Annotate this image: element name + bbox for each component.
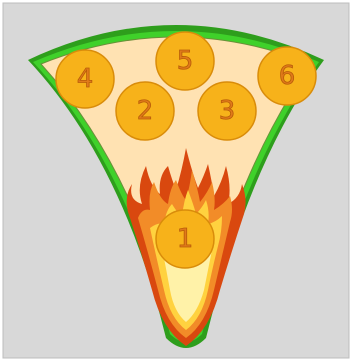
slot-1[interactable]: 1 [156,210,214,268]
slot-2-label: 2 [137,96,154,126]
slot-3-label: 3 [219,96,236,126]
slot-4[interactable]: 4 [56,50,114,108]
slot-6[interactable]: 6 [258,47,316,105]
slot-4-label: 4 [77,64,94,94]
slot-5-label: 5 [177,46,194,76]
slot-3[interactable]: 3 [198,82,256,140]
slot-6-label: 6 [279,61,296,91]
slot-1-label: 1 [177,224,194,254]
slot-5[interactable]: 5 [156,32,214,90]
slot-2[interactable]: 2 [116,82,174,140]
